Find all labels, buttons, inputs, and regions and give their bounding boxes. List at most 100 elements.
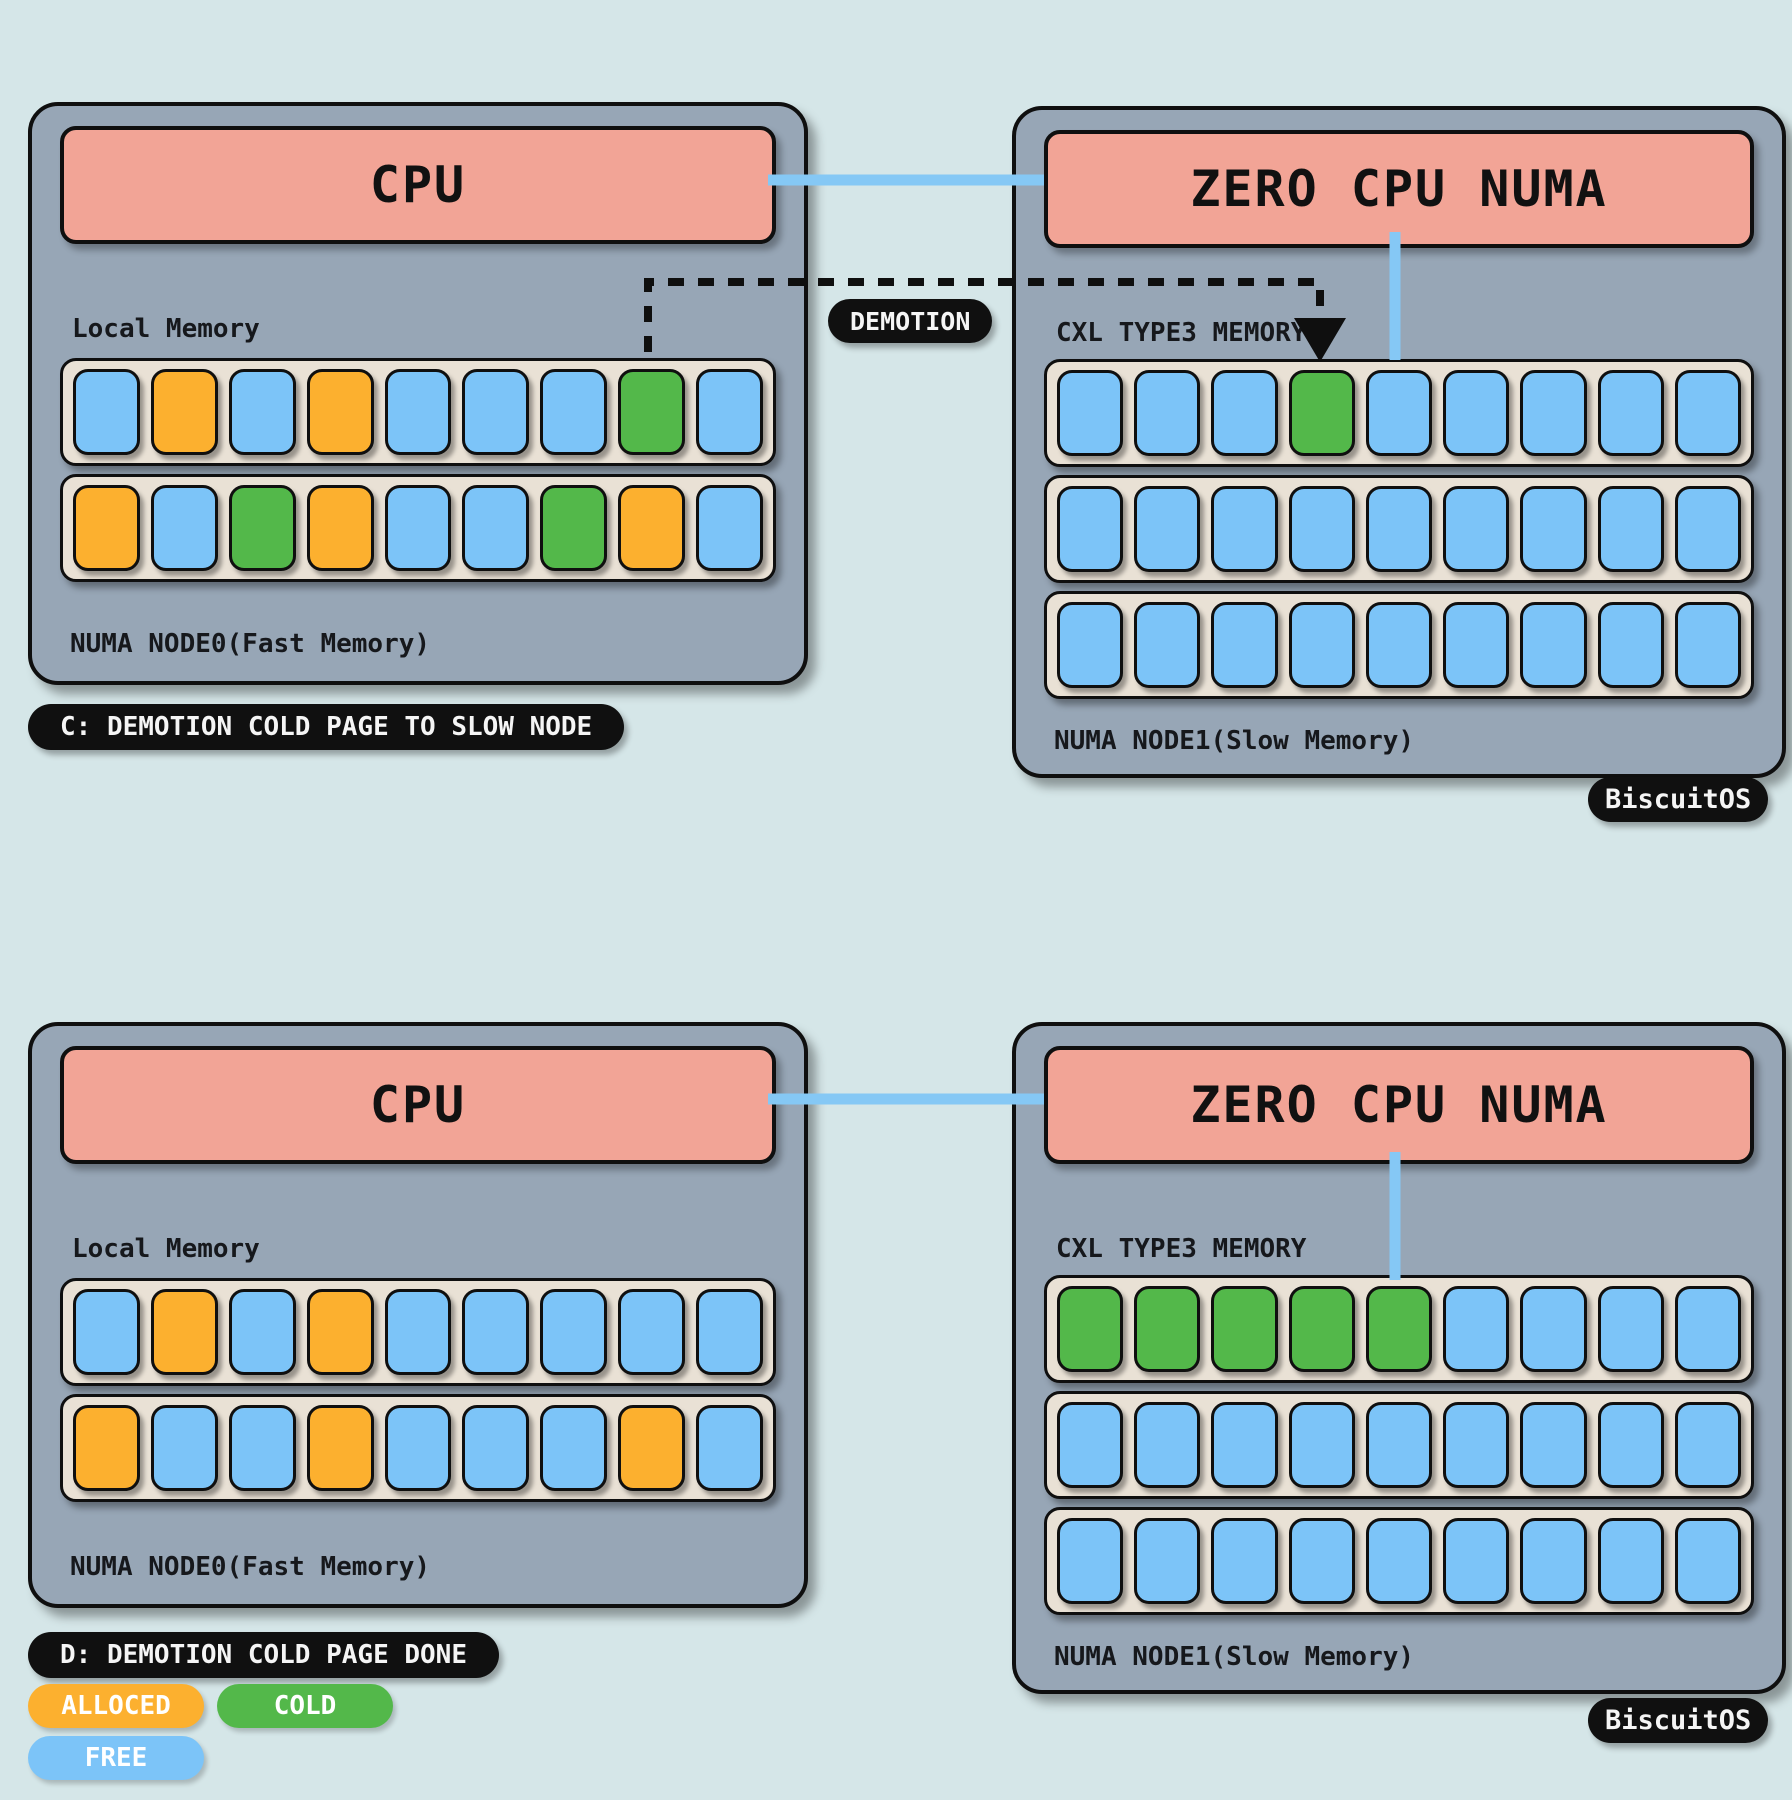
memory-page-free: [1597, 370, 1664, 456]
memory-page-free: [696, 1405, 764, 1491]
memory-page-cold: [228, 485, 296, 571]
memory-page-free: [1520, 1518, 1587, 1604]
memory-page-cold: [1057, 1286, 1124, 1372]
memory-page-free: [1443, 370, 1510, 456]
memory-page-free: [1597, 486, 1664, 572]
memory-page-free: [1288, 1518, 1355, 1604]
memory-row: [1044, 475, 1754, 583]
memory-page-free: [1057, 1402, 1124, 1488]
memory-page-cold: [1288, 370, 1355, 456]
memory-page-free: [1674, 602, 1741, 688]
demotion-flow-badge: DEMOTION: [828, 299, 993, 343]
memory-page-free: [1057, 1518, 1124, 1604]
zero-cpu-numa-chip: ZERO CPU NUMA: [1044, 1046, 1754, 1164]
memory-page-alloced: [306, 485, 374, 571]
memory-page-free: [1443, 1402, 1510, 1488]
memory-page-cold: [1365, 1286, 1433, 1372]
memory-page-free: [696, 485, 764, 571]
memory-page-free: [228, 369, 296, 455]
memory-row: [1044, 359, 1754, 467]
numa-node1-panel-stage-d: ZERO CPU NUMA CXL TYPE3 MEMORY NUMA NODE…: [1012, 1022, 1786, 1694]
memory-page-free: [1674, 1286, 1741, 1372]
memory-page-alloced: [618, 485, 686, 571]
memory-page-cold: [540, 485, 608, 571]
memory-page-free: [1134, 370, 1201, 456]
memory-page-free: [1520, 370, 1587, 456]
memory-page-free: [540, 1289, 608, 1375]
memory-page-free: [1365, 1518, 1433, 1604]
memory-page-free: [1443, 486, 1510, 572]
memory-page-free: [1443, 1286, 1510, 1372]
memory-page-alloced: [73, 485, 140, 571]
memory-page-free: [1597, 602, 1664, 688]
memory-page-free: [1520, 602, 1587, 688]
memory-page-free: [1211, 370, 1278, 456]
memory-page-free: [1365, 1402, 1433, 1488]
memory-page-free: [384, 1289, 452, 1375]
memory-page-free: [228, 1405, 296, 1491]
memory-page-alloced: [150, 1289, 218, 1375]
memory-page-free: [462, 1405, 530, 1491]
memory-page-free: [1520, 1402, 1587, 1488]
memory-page-free: [384, 485, 452, 571]
cpu-chip: CPU: [60, 1046, 776, 1164]
stage-d-caption: D: DEMOTION COLD PAGE DONE: [28, 1632, 499, 1678]
legend-cold: COLD: [217, 1684, 393, 1728]
memory-page-free: [73, 369, 140, 455]
numa-node1-panel-stage-c: ZERO CPU NUMA CXL TYPE3 MEMORY NUMA NODE…: [1012, 106, 1786, 778]
stage-c-caption: C: DEMOTION COLD PAGE TO SLOW NODE: [28, 704, 625, 750]
memory-page-free: [150, 1405, 218, 1491]
biscuitos-badge: BiscuitOS: [1588, 1698, 1769, 1743]
memory-page-free: [1674, 1402, 1741, 1488]
biscuitos-badge: BiscuitOS: [1588, 777, 1769, 822]
memory-page-alloced: [618, 1405, 686, 1491]
memory-page-free: [1365, 602, 1433, 688]
memory-page-cold: [1211, 1286, 1278, 1372]
memory-page-alloced: [306, 1289, 374, 1375]
memory-page-alloced: [73, 1405, 140, 1491]
memory-page-free: [1211, 486, 1278, 572]
memory-page-free: [540, 1405, 608, 1491]
memory-page-free: [1288, 486, 1355, 572]
memory-page-free: [462, 485, 530, 571]
numa-node1-label: NUMA NODE1(Slow Memory): [1054, 726, 1415, 756]
memory-page-free: [1057, 486, 1124, 572]
memory-page-cold: [1134, 1286, 1201, 1372]
memory-page-free: [1674, 1518, 1741, 1604]
memory-page-free: [1520, 1286, 1587, 1372]
memory-page-free: [1134, 602, 1201, 688]
numa-node0-label: NUMA NODE0(Fast Memory): [70, 629, 431, 659]
memory-page-free: [1057, 370, 1124, 456]
memory-row: [60, 1394, 776, 1502]
memory-page-cold: [618, 369, 686, 455]
memory-page-free: [1520, 486, 1587, 572]
memory-page-free: [1057, 602, 1124, 688]
memory-row: [1044, 591, 1754, 699]
memory-page-free: [150, 485, 218, 571]
local-memory-label: Local Memory: [72, 1234, 260, 1264]
memory-page-free: [1134, 1402, 1201, 1488]
legend-free: FREE: [28, 1736, 204, 1780]
memory-page-alloced: [150, 369, 218, 455]
memory-page-free: [462, 369, 530, 455]
memory-page-free: [696, 1289, 764, 1375]
memory-page-free: [1365, 486, 1433, 572]
memory-row: [1044, 1507, 1754, 1615]
legend-alloced: ALLOCED: [28, 1684, 204, 1728]
memory-page-free: [1211, 1402, 1278, 1488]
memory-page-free: [1211, 602, 1278, 688]
memory-page-free: [384, 369, 452, 455]
memory-page-free: [1597, 1518, 1664, 1604]
memory-page-free: [1288, 1402, 1355, 1488]
memory-page-free: [1674, 370, 1741, 456]
numa-node0-label: NUMA NODE0(Fast Memory): [70, 1552, 431, 1582]
memory-row: [60, 474, 776, 582]
memory-page-free: [618, 1289, 686, 1375]
memory-row: [60, 358, 776, 466]
numa-node1-label: NUMA NODE1(Slow Memory): [1054, 1642, 1415, 1672]
cxl-type3-memory-label: CXL TYPE3 MEMORY: [1056, 318, 1307, 348]
memory-page-free: [1134, 486, 1201, 572]
memory-page-alloced: [306, 1405, 374, 1491]
cpu-chip: CPU: [60, 126, 776, 244]
